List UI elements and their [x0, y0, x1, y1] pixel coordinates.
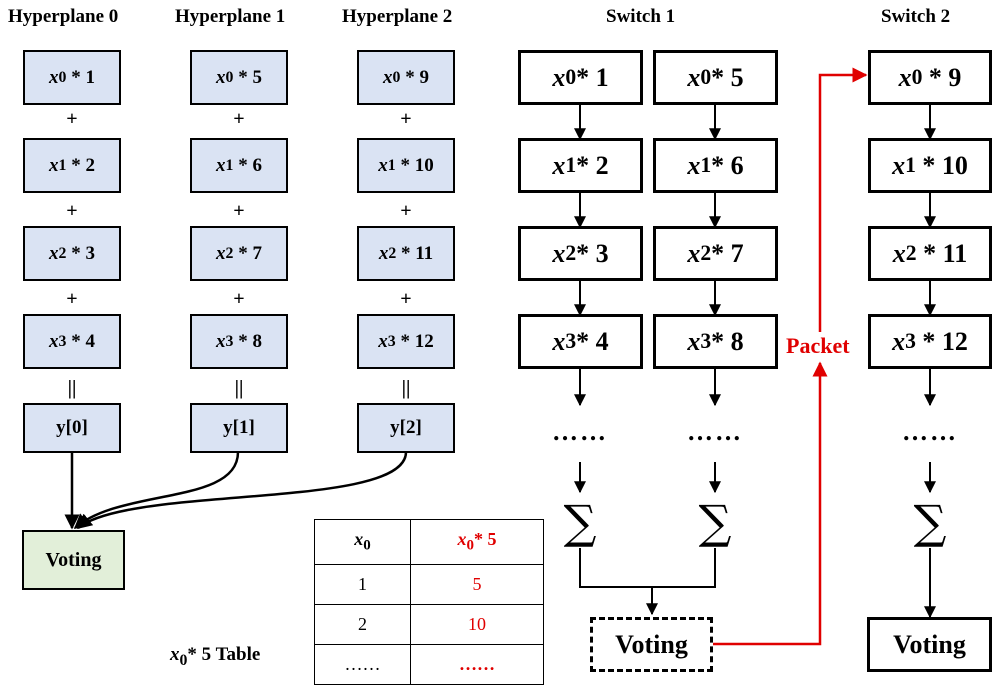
equals-sign: ||	[234, 377, 244, 399]
switch2-voting-box: Voting	[867, 617, 992, 672]
switch2-ellipsis: ……	[902, 417, 958, 446]
equals-sign: ||	[401, 377, 411, 399]
packet-path-upper	[818, 67, 868, 332]
table-cell: 1	[314, 564, 411, 605]
table-cell: 5	[410, 564, 544, 605]
switch1-a-sum-icon: ∑	[563, 495, 597, 549]
equals-sign: ||	[67, 377, 77, 399]
table-cell: 10	[410, 604, 544, 645]
hyperplane-1-output: y[1]	[190, 403, 288, 453]
plus-sign: +	[66, 288, 78, 310]
plus-sign: +	[233, 108, 245, 130]
switch1-a-ellipsis: ……	[552, 417, 608, 446]
switch-1-title: Switch 1	[606, 6, 676, 27]
hyperplane-0-title: Hyperplane 0	[8, 6, 119, 27]
hyperplane-voting-box: Voting	[22, 530, 125, 590]
packet-label: Packet	[786, 333, 850, 358]
table-cell: 2	[314, 604, 411, 645]
switch1-b-ellipsis: ……	[687, 417, 743, 446]
table-header-x0: x0	[314, 519, 411, 565]
switch1-merge-lines	[579, 548, 716, 614]
switch-2-title: Switch 2	[881, 6, 951, 27]
table-header-x0-times-5: x0* 5	[410, 519, 544, 565]
switch1-b-sum-icon: ∑	[698, 495, 732, 549]
plus-sign: +	[233, 288, 245, 310]
table-caption: x0* 5 Table	[170, 644, 261, 669]
plus-sign: +	[233, 200, 245, 222]
y1-to-voting-arrow	[73, 451, 240, 529]
y2-to-voting-arrow	[76, 451, 408, 529]
hyperplane-2-title: Hyperplane 2	[342, 6, 453, 27]
switch2-sum-icon: ∑	[913, 495, 947, 549]
plus-sign: +	[400, 108, 412, 130]
plus-sign: +	[400, 288, 412, 310]
switch1-voting-box: Voting	[590, 617, 713, 672]
hyperplane-2-output: y[2]	[357, 403, 455, 453]
hyperplane-1-title: Hyperplane 1	[175, 6, 286, 27]
x0-times-5-table: x0 x0* 5 1 5 2 10 …… ……	[314, 519, 544, 685]
packet-path-lower	[713, 361, 828, 646]
table-cell: ……	[410, 644, 544, 685]
plus-sign: +	[66, 108, 78, 130]
hyperplane-0-output: y[0]	[23, 403, 121, 453]
plus-sign: +	[66, 200, 78, 222]
plus-sign: +	[400, 200, 412, 222]
table-cell: ……	[314, 644, 411, 685]
